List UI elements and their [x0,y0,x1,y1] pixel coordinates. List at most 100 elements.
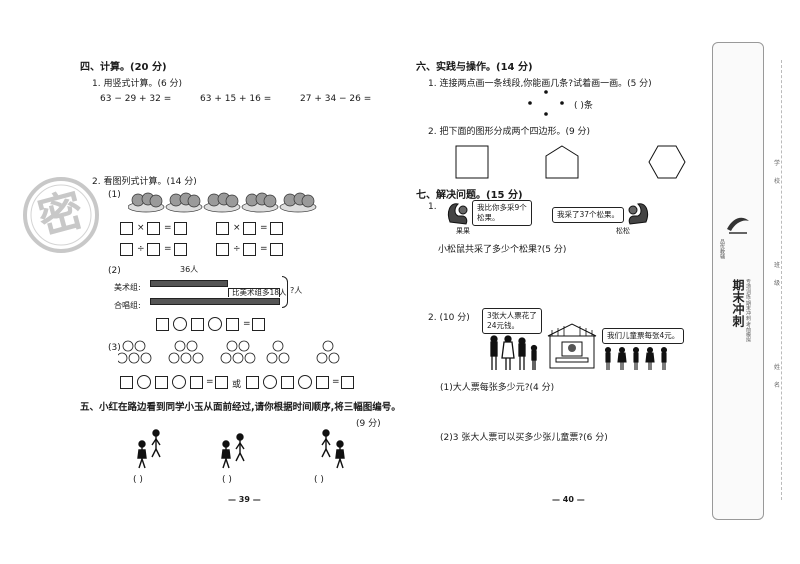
name-guoguo: 果果 [456,227,470,235]
scene-3-figures [321,429,345,469]
answer-box[interactable] [155,376,168,389]
songsong-bubble: 我采了37个松果。 [552,207,625,223]
field-class-2: 级 [774,280,781,287]
answer-box[interactable] [216,243,229,256]
answer-box[interactable] [246,376,259,389]
field-name-2: 名 [774,382,781,389]
total-brace [282,276,288,308]
bubble3-line2: 24元钱。 [487,320,520,330]
answer-box[interactable] [270,243,283,256]
scene-1-number[interactable]: ( ) [133,475,143,485]
section6-heading: 六、实践与操作。(14 分) [416,62,533,73]
equals-sign: = [164,223,172,233]
answer-box[interactable] [215,376,228,389]
question-mark-label: ?人 [290,286,303,295]
operator-circle[interactable] [172,375,186,389]
binding-spine: 品优教辅 期末冲刺 专项训练·期末冲刺·考前模拟 [712,42,764,520]
answer-box[interactable] [243,243,256,256]
times-sign: × [137,223,145,233]
section4-heading: 四、计算。(20 分) [80,62,167,73]
answer-box[interactable] [174,222,187,235]
art-group-bar [150,280,228,287]
divide-sign: ÷ [233,244,241,254]
shapes-figure [455,145,686,179]
pentagon-shape [545,145,579,179]
answer-box[interactable] [120,376,133,389]
times-sign: × [233,223,241,233]
answer-box[interactable] [270,222,283,235]
adult-ticket-bubble: 3张大人票花了 24元钱。 [482,308,542,334]
s6-q1: 1. 连接两点画一条线段,你能画几条?试着画一画。(5 分) [428,79,652,89]
bubble1-line1: 我比你多采9个 [477,203,527,212]
field-school-2: 校 [774,178,781,185]
answer-box[interactable] [316,376,329,389]
section5-score: (9 分) [356,419,381,429]
squirrel-guoguo-icon [447,203,468,225]
part2-label: (2) [108,266,121,276]
answer-box[interactable] [120,243,133,256]
s6-q1-answer[interactable]: ( )条 [574,101,593,111]
hexagon-shape [648,145,686,179]
scene-2-figures [221,433,245,469]
answer-box[interactable] [120,222,133,235]
page-number-right: — 40 — [552,495,585,504]
four-dots-figure [528,90,564,116]
part1-label: (1) [108,190,121,200]
operator-circle[interactable] [173,317,187,331]
equals-sign: = [332,377,340,387]
bar-note: 比美术组多18人 [232,288,287,297]
brand-logo-icon [727,217,749,234]
answer-box[interactable] [174,243,187,256]
answer-box[interactable] [252,318,265,331]
scene-3-number[interactable]: ( ) [314,475,324,485]
field-class-1: 班 [774,262,781,269]
fruit-basket-icons [128,192,317,213]
squirrel-songsong-icon [628,203,649,225]
answer-box[interactable] [216,222,229,235]
series-title: 期末冲刺 [731,279,745,327]
square-shape [455,145,489,179]
section5-heading: 五、小红在路边看到同学小玉从面前经过,请你根据时间顺序,将三幅图编号。 [80,402,401,413]
expression-2: 63 + 15 + 16 = [200,94,272,104]
guoguo-bubble: 我比你多采9个 松果。 [472,200,532,226]
q1-title: 1. 用竖式计算。(6 分) [92,79,183,89]
bubble3-line1: 3张大人票花了 [487,311,537,320]
answer-box[interactable] [341,376,354,389]
operator-circle[interactable] [137,375,151,389]
bar-value-label: 36人 [180,265,199,274]
answer-box[interactable] [243,222,256,235]
expression-1: 63 − 29 + 32 = [100,94,172,104]
field-school-1: 学 [774,160,781,167]
equals-sign: = [206,377,214,387]
operator-circle[interactable] [208,317,222,331]
s7-q1-question: 小松鼠共采了多少个松果?(5 分) [438,245,567,255]
answer-box[interactable] [190,376,203,389]
section7-heading: 七、解决问题。(15 分) [416,190,523,201]
field-name-1: 姓 [774,364,781,371]
answer-box[interactable] [226,318,239,331]
ticket-booth-icon [547,323,597,369]
answer-box[interactable] [191,318,204,331]
choir-group-bar [150,298,280,305]
s7-q2b: (2)3 张大人票可以买多少张儿童票?(6 分) [440,433,608,443]
child-ticket-bubble: 我们儿童票每张4元。 [602,328,685,344]
scene-2-number[interactable]: ( ) [222,475,232,485]
s6-q2: 2. 把下面的图形分成两个四边形。(9 分) [428,127,591,137]
answer-box[interactable] [147,243,160,256]
s7-q2a: (1)大人票每张多少元?(4 分) [440,383,555,393]
scene-1-figures [137,429,161,469]
answer-box[interactable] [147,222,160,235]
name-songsong: 松松 [616,227,630,235]
q2-title: 2. 看图列式计算。(14 分) [92,177,197,187]
answer-box[interactable] [281,376,294,389]
confidential-stamp: 密 [22,176,100,254]
answer-box[interactable] [156,318,169,331]
or-text: 或 [232,380,242,390]
operator-circle[interactable] [263,375,277,389]
family-figures [490,335,538,370]
operator-circle[interactable] [298,375,312,389]
equals-sign: = [243,319,251,329]
equals-sign: = [260,244,268,254]
part3-label: (3) [108,343,121,353]
children-figures [604,346,668,370]
